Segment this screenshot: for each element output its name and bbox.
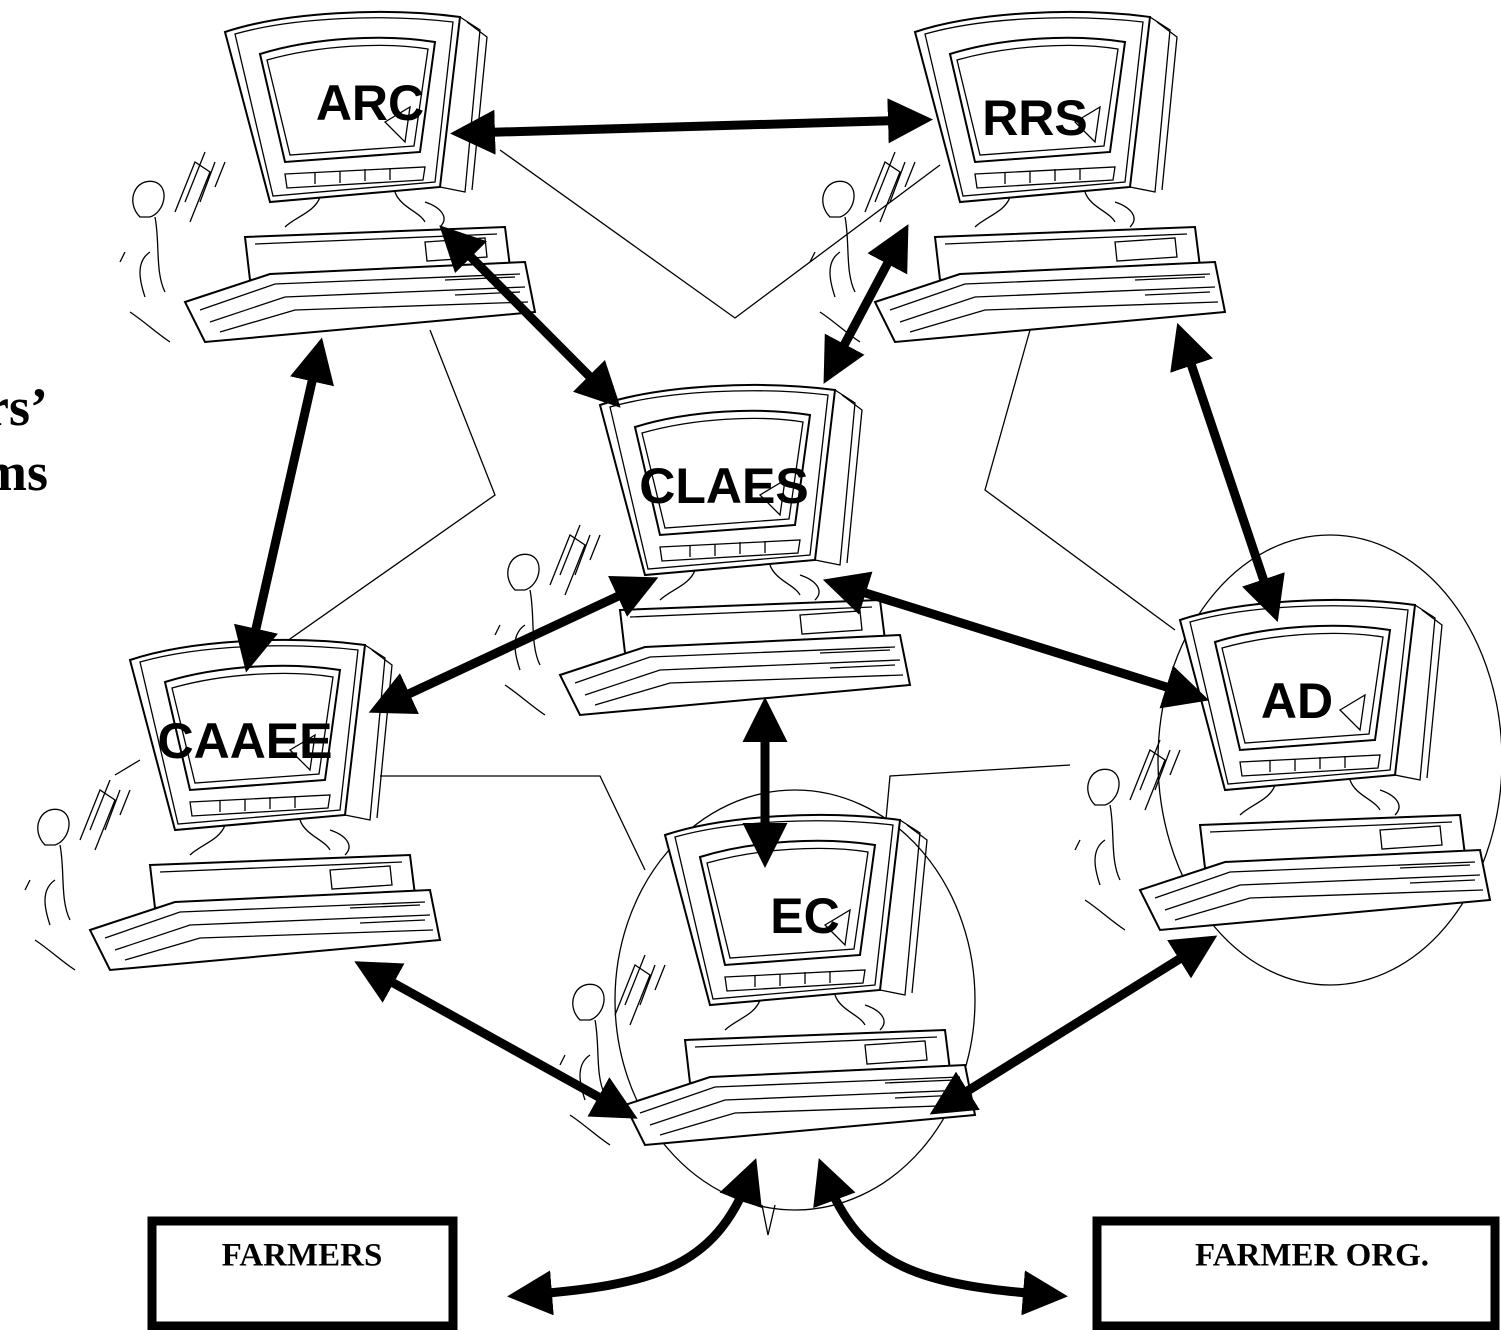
box-farmers[interactable]: FARMERS [147,1216,458,1330]
node-label-rrs: RRS [982,90,1088,146]
computer-rrs[interactable]: RRS [809,11,1226,343]
node-label-arc: ARC [316,75,424,131]
computer-claes[interactable]: CLAES [494,384,911,716]
node-label-claes: CLAES [639,458,808,514]
arrow-arc-rrs [450,98,933,155]
arrow-rrs-ad [1170,322,1285,623]
arrow-caaee-ec [354,961,638,1119]
arrow-ad-ec [929,935,1218,1115]
desktop-computer-icon [559,814,976,1146]
arrow-rrs-claes [823,224,909,384]
connection-arrows [234,98,1285,1316]
computer-ad[interactable]: AD [1074,599,1491,931]
box-label-farmer-org: FARMER ORG. [1195,1238,1429,1274]
node-label-ec: EC [770,888,839,944]
arrow-claes-ad [822,571,1210,709]
node-label-caaee: CAAEE [157,713,332,769]
arrow-arc-claes [439,225,621,408]
desktop-computer-icon [119,11,536,343]
arrow-arc-caaee [234,337,334,673]
computer-ec[interactable]: EC [559,814,976,1146]
desktop-computer-icon [1074,599,1491,931]
arrow-ec-farmers [507,1158,762,1316]
computer-arc[interactable]: ARC [119,11,536,343]
desktop-computer-icon [24,639,441,971]
ad-highlight-ellipse [1157,534,1501,986]
computer-caaee[interactable]: CAAEE [24,639,441,971]
arrow-ec-farmer-org [813,1158,1068,1316]
desktop-computer-icon [494,384,911,716]
node-label-ad: AD [1261,673,1333,729]
box-label-farmers: FARMERS [222,1238,383,1274]
arrow-claes-caaee [368,576,659,714]
box-farmer-org[interactable]: FARMER ORG. [1092,1216,1500,1330]
side-text-line-1: rs’ [0,377,48,437]
side-text-line-2: ms [0,442,48,502]
